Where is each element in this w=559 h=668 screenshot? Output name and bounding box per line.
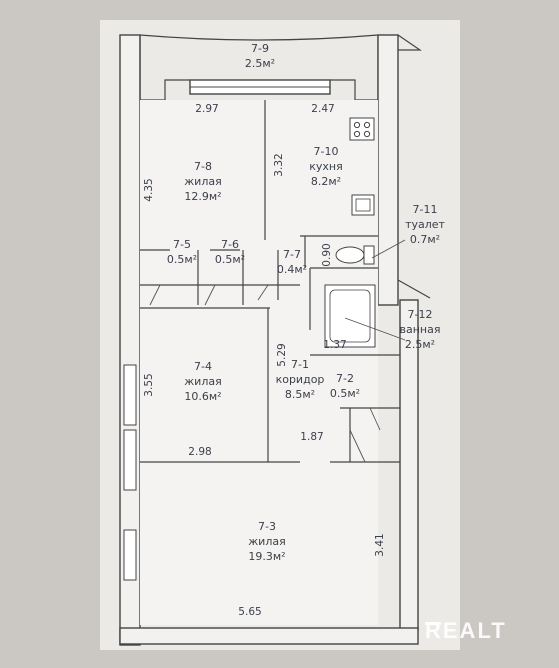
dimension-d-2-47: 2.47 (311, 103, 334, 115)
room-7-10: 7-10 кухня 8.2м² (309, 145, 342, 188)
room-id: 7-5 (173, 238, 191, 251)
room-area: 12.9м² (184, 190, 221, 203)
bathtub-icon (324, 284, 376, 348)
toilet-icon (335, 246, 365, 264)
interior (140, 100, 378, 625)
room-7-9: 7-9 2.5м² (245, 42, 275, 70)
room-id: 7-1 (291, 358, 309, 371)
dimension-d-3-32: 3.32 (273, 153, 285, 176)
stove-icon (349, 117, 375, 141)
outer-walls (119, 34, 431, 646)
room-area: 0.4м² (277, 263, 307, 276)
room-area: 0.5м² (330, 387, 360, 400)
room-7-7: 7-7 0.4м² (277, 248, 307, 276)
room-area: 19.3м² (248, 550, 285, 563)
room-7-8: 7-8 жилая 12.9м² (184, 160, 221, 203)
realt-watermark: REALT (425, 618, 507, 643)
room-area: 10.6м² (184, 390, 221, 403)
room-7-2: 7-2 0.5м² (330, 372, 360, 400)
room-id: 7-8 (194, 160, 212, 173)
watermark-accent (425, 622, 441, 625)
room-name: ванная (400, 323, 441, 336)
room-id: 7-3 (258, 520, 276, 533)
room-id: 7-10 (314, 145, 339, 158)
dimension-d-0-90: 0.90 (321, 243, 333, 266)
room-name: коридор (276, 373, 325, 386)
dimension-d-2-97: 2.97 (195, 103, 218, 115)
room-name: туалет (405, 218, 445, 231)
dimension-d-4-35: 4.35 (143, 178, 155, 201)
partitions (140, 100, 400, 463)
room-id: 7-9 (251, 42, 269, 55)
room-7-3: 7-3 жилая 19.3м² (248, 520, 285, 563)
room-7-1: 7-1 коридор 8.5м² (276, 358, 325, 401)
room-name: жилая (184, 175, 221, 188)
room-id: 7-12 (408, 308, 433, 321)
room-id: 7-4 (194, 360, 212, 373)
dimension-d-2-98: 2.98 (188, 446, 211, 458)
room-area: 0.5м² (215, 253, 245, 266)
room-7-12: 7-12 ванная 2.5м² (400, 308, 441, 351)
room-name: жилая (248, 535, 285, 548)
room-id: 7-6 (221, 238, 239, 251)
room-area: 0.5м² (167, 253, 197, 266)
room-area: 0.7м² (410, 233, 440, 246)
room-id: 7-7 (283, 248, 301, 261)
room-area: 2.5м² (405, 338, 435, 351)
room-7-4: 7-4 жилая 10.6м² (184, 360, 221, 403)
dimension-d-1-87: 1.87 (300, 431, 323, 443)
dimension-d-3-55: 3.55 (143, 373, 155, 396)
dimension-d-5-29: 5.29 (276, 343, 288, 366)
dimension-d-3-41: 3.41 (374, 533, 386, 556)
room-name: жилая (184, 375, 221, 388)
room-area: 8.5м² (285, 388, 315, 401)
room-7-11: 7-11 туалет 0.7м² (405, 203, 445, 246)
room-area: 2.5м² (245, 57, 275, 70)
dimension-d-5-65: 5.65 (238, 606, 261, 618)
fixtures (324, 117, 406, 348)
room-id: 7-11 (413, 203, 438, 216)
sink-icon (351, 194, 375, 216)
room-labels: 7-92.5м²7-8жилая12.9м²7-10кухня8.2м²7-11… (167, 42, 446, 563)
room-7-5: 7-5 0.5м² (167, 238, 197, 266)
room-area: 8.2м² (311, 175, 341, 188)
room-7-6: 7-6 0.5м² (215, 238, 245, 266)
room-id: 7-2 (336, 372, 354, 385)
dimension-labels: 2.97 2.47 4.35 3.32 0.90 1.37 5.29 3.55 1.87 2.98… (143, 103, 386, 618)
room-name: кухня (309, 160, 342, 173)
dimension-d-1-37: 1.37 (323, 339, 346, 351)
